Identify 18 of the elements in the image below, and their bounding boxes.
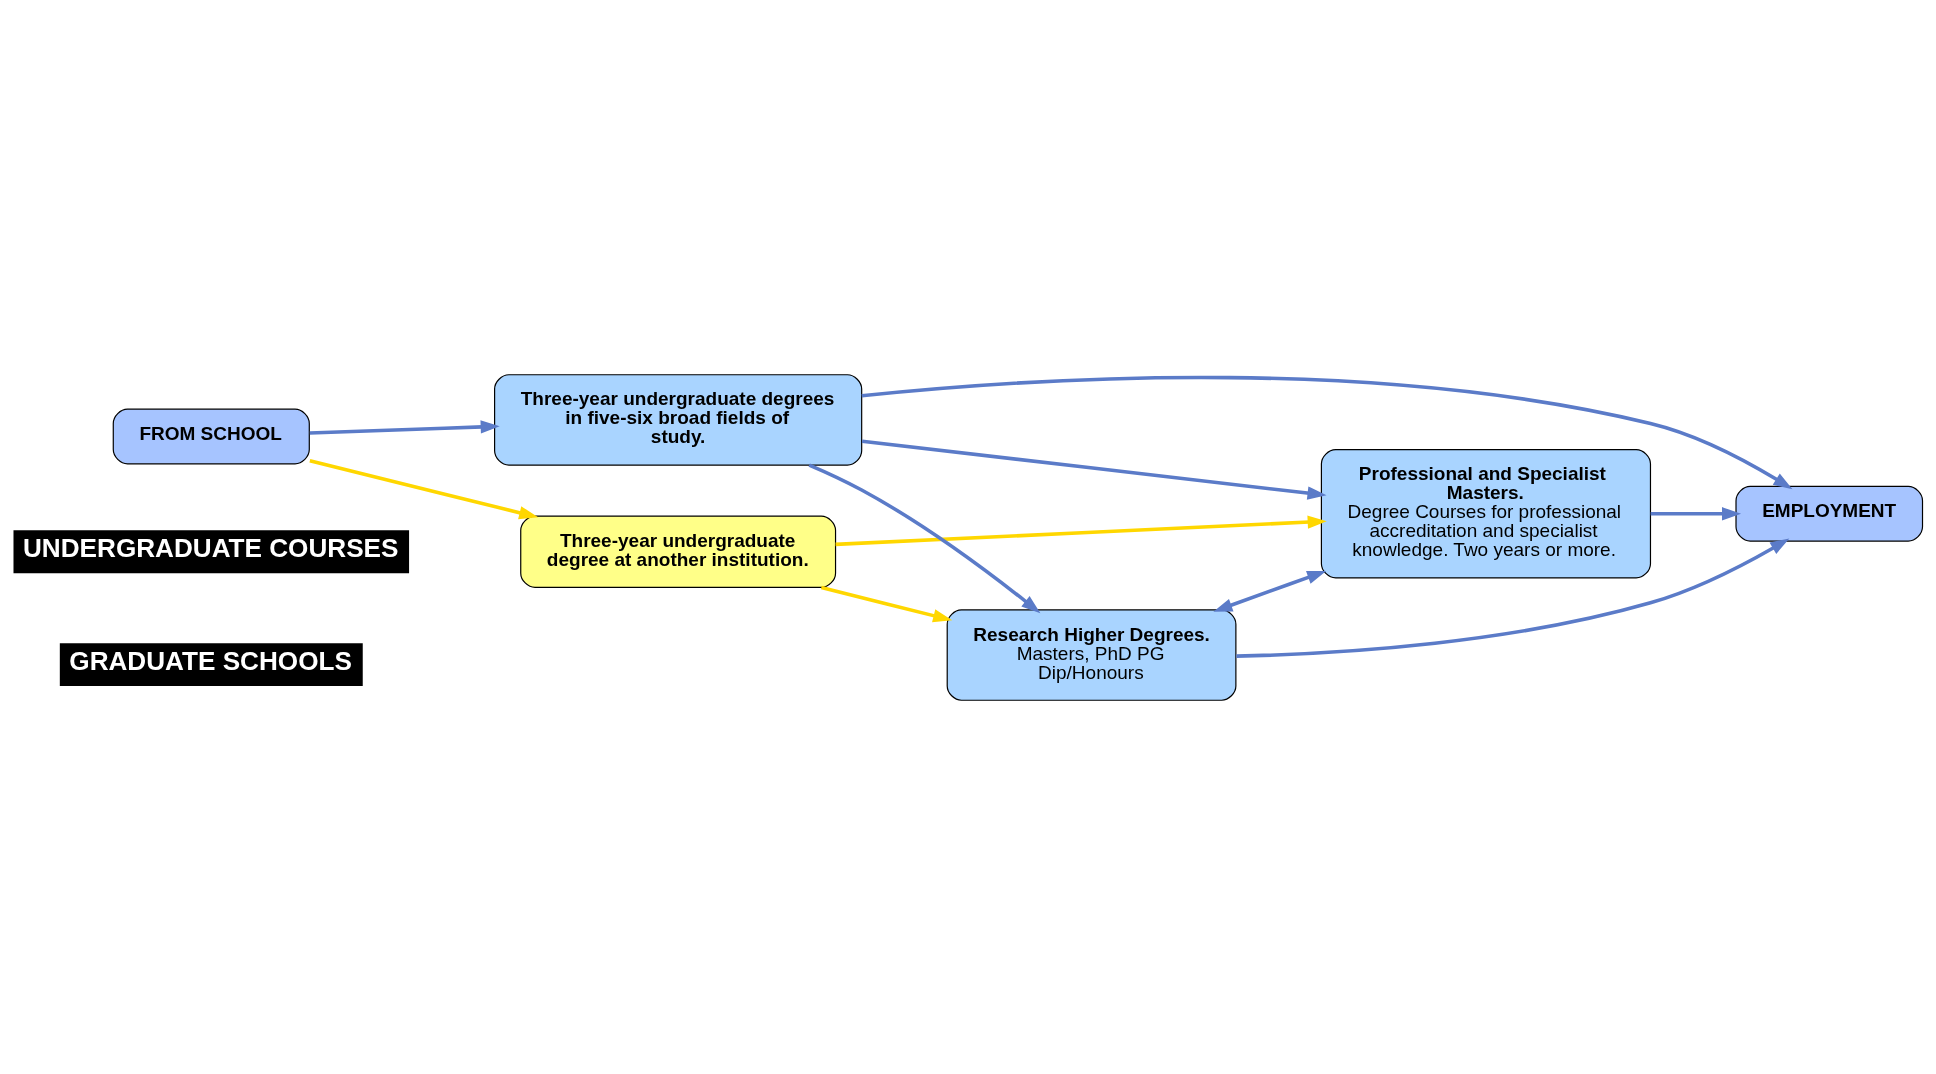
arrow [861,375,1793,489]
arrow [309,458,539,519]
arrow [1236,538,1790,658]
label: GRADUATE SCHOOLS [69,645,352,676]
node-box: Three-year undergraduate degrees in five-six broad fields of study. [494,373,863,466]
node-box: Three-year undergraduate degree at another institution. [520,515,837,588]
arrow [1650,506,1742,520]
arrow [808,462,1041,613]
arrow [820,585,953,622]
node-box: FROM SCHOOL [112,408,310,464]
node-box: EMPLOYMENT [1735,485,1924,542]
label: UNDERGRADUATE COURSES [22,532,399,563]
arrow [861,438,1327,500]
node-box: Research Higher Degrees. Masters, PhD PG Dip/Honours [946,608,1237,701]
node-box: Professional and Specialist Masters. Degree Courses for professional accreditation and specialist knowledge. Two years or more. [1320,448,1652,578]
arrow [1213,570,1327,612]
arrow [835,514,1327,546]
arrow [309,419,500,435]
